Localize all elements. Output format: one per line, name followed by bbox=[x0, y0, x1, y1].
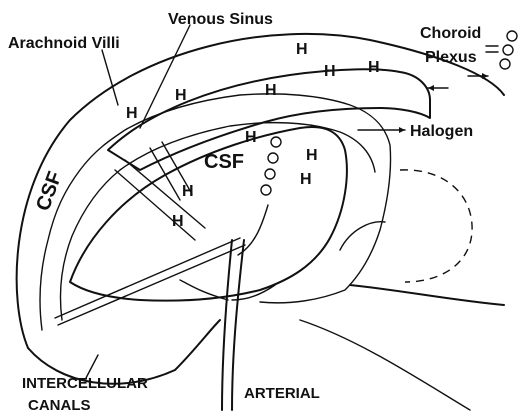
canal-1 bbox=[55, 238, 240, 318]
csf-inner-label: CSF bbox=[204, 151, 244, 173]
canal-5 bbox=[150, 148, 180, 200]
h-marker: H bbox=[368, 59, 380, 76]
h-marker: H bbox=[182, 183, 194, 200]
arachnoid-villi-label: Arachnoid Villi bbox=[8, 35, 120, 52]
choroid-label: Choroid bbox=[420, 25, 481, 42]
intercellular-label: INTERCELLULAR bbox=[22, 375, 148, 392]
brainstem-bottom bbox=[300, 320, 470, 410]
h-marker: H bbox=[324, 63, 336, 80]
h-marker: H bbox=[296, 41, 308, 58]
h-marker: H bbox=[306, 147, 318, 164]
cerebellum-dashed bbox=[400, 170, 472, 282]
arterial-label: ARTERIAL bbox=[244, 385, 320, 402]
flow-arrows bbox=[86, 25, 488, 378]
h-marker: H bbox=[265, 82, 277, 99]
h-marker: H bbox=[245, 129, 257, 146]
canal-2 bbox=[58, 245, 245, 325]
h-marker: H bbox=[300, 171, 312, 188]
venous-sinus-label: Venous Sinus bbox=[168, 11, 273, 28]
artery-right bbox=[232, 240, 244, 410]
plexus-label: Plexus bbox=[425, 49, 477, 66]
artery-left bbox=[222, 240, 232, 410]
canals-label: CANALS bbox=[28, 397, 91, 414]
h-marker: H bbox=[172, 213, 184, 230]
choroid-plexus-symbol bbox=[486, 31, 517, 69]
choroid-plexus-chain bbox=[261, 137, 281, 195]
halogen-label: Halogen bbox=[410, 123, 473, 140]
lower-right-contour bbox=[350, 285, 504, 305]
h-marker: H bbox=[126, 105, 138, 122]
h-marker: H bbox=[175, 87, 187, 104]
